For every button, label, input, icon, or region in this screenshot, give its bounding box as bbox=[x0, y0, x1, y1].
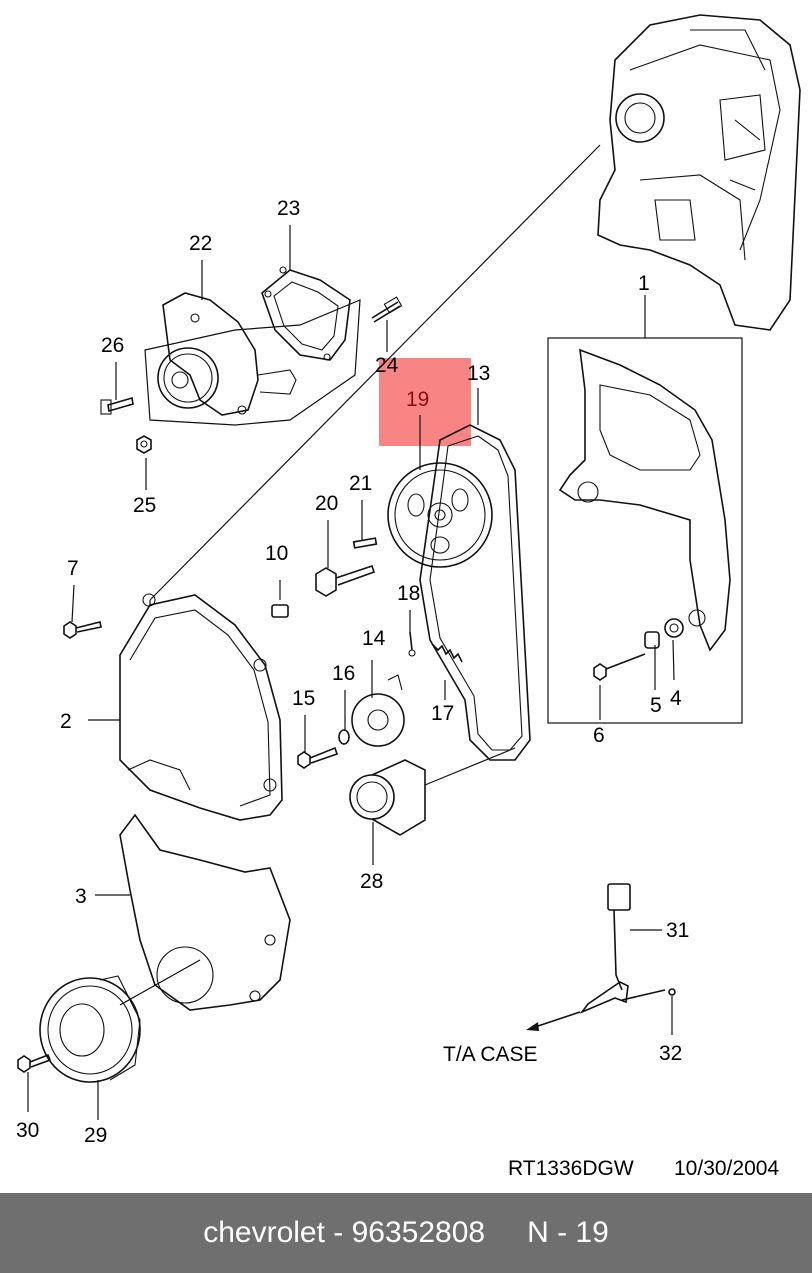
callout-30: 30 bbox=[16, 1119, 39, 1142]
bolt-20 bbox=[315, 564, 376, 597]
stud-24 bbox=[371, 296, 403, 323]
callout-32: 32 bbox=[659, 1042, 682, 1065]
bolt-30 bbox=[17, 1053, 52, 1073]
leader-lines bbox=[27, 144, 675, 1120]
bolt-18 bbox=[408, 631, 416, 657]
pin-21 bbox=[352, 537, 378, 549]
cam-sprocket-19 bbox=[387, 462, 493, 568]
engine-block bbox=[597, 14, 801, 331]
bolt-7 bbox=[63, 621, 102, 639]
bushing-5 bbox=[644, 631, 660, 649]
arrowhead bbox=[526, 1022, 539, 1031]
crank-pulley-29 bbox=[39, 959, 201, 1083]
callout-22: 22 bbox=[189, 232, 212, 255]
crank-sensor-31 bbox=[579, 883, 666, 1014]
footer-brand-part: chevrolet - 96352808 bbox=[203, 1216, 486, 1249]
callout-21: 21 bbox=[349, 472, 372, 495]
footer-ref: N - 19 bbox=[527, 1216, 609, 1249]
lower-cover-3 bbox=[119, 813, 291, 1011]
dowel-10 bbox=[271, 604, 289, 618]
drawing-date: 10/30/2004 bbox=[674, 1157, 779, 1180]
callout-24: 24 bbox=[375, 354, 399, 377]
callout-5: 5 bbox=[650, 694, 662, 717]
direction-arrow bbox=[531, 1011, 581, 1029]
callout-28: 28 bbox=[360, 870, 383, 893]
callout-6: 6 bbox=[593, 724, 605, 747]
footer-bar: chevrolet - 96352808 N - 19 bbox=[0, 1193, 812, 1273]
callout-14: 14 bbox=[362, 627, 386, 650]
callout-1: 1 bbox=[638, 272, 650, 295]
crank-sprocket-28 bbox=[349, 747, 516, 836]
callout-2: 2 bbox=[60, 710, 72, 733]
water-pump-22 bbox=[144, 292, 361, 426]
spring-17 bbox=[431, 643, 463, 663]
bolt-15 bbox=[297, 746, 339, 769]
tensioner-14 bbox=[351, 674, 405, 747]
rear-cover-1 bbox=[547, 337, 743, 724]
nut-25 bbox=[136, 435, 152, 454]
callout-3: 3 bbox=[75, 885, 87, 908]
bolt-32 bbox=[668, 988, 676, 996]
bolt-6 bbox=[593, 653, 646, 681]
callout-15: 15 bbox=[292, 687, 315, 710]
direction-note: T/A CASE bbox=[443, 1043, 538, 1066]
bolt-26 bbox=[100, 396, 134, 415]
callout-29: 29 bbox=[84, 1124, 107, 1147]
callout-18: 18 bbox=[397, 582, 420, 605]
callout-10: 10 bbox=[265, 542, 288, 565]
callout-17: 17 bbox=[431, 702, 454, 725]
parts-diagram: 1 2 3 4 5 6 7 10 13 14 15 16 17 18 19 20… bbox=[16, 14, 801, 1180]
callout-7: 7 bbox=[67, 557, 79, 580]
callout-4: 4 bbox=[670, 687, 682, 710]
callout-25: 25 bbox=[133, 494, 156, 517]
washer-16 bbox=[338, 729, 350, 745]
callout-13: 13 bbox=[467, 362, 490, 385]
callout-20: 20 bbox=[315, 492, 338, 515]
callout-16: 16 bbox=[332, 662, 355, 685]
gasket-23 bbox=[261, 266, 351, 361]
upper-cover-2 bbox=[119, 593, 283, 821]
nut-4 bbox=[664, 618, 684, 638]
callout-26: 26 bbox=[101, 334, 124, 357]
callout-23: 23 bbox=[277, 197, 300, 220]
callout-19: 19 bbox=[406, 388, 429, 411]
drawing-code: RT1336DGW bbox=[508, 1157, 634, 1180]
callout-31: 31 bbox=[666, 919, 689, 942]
